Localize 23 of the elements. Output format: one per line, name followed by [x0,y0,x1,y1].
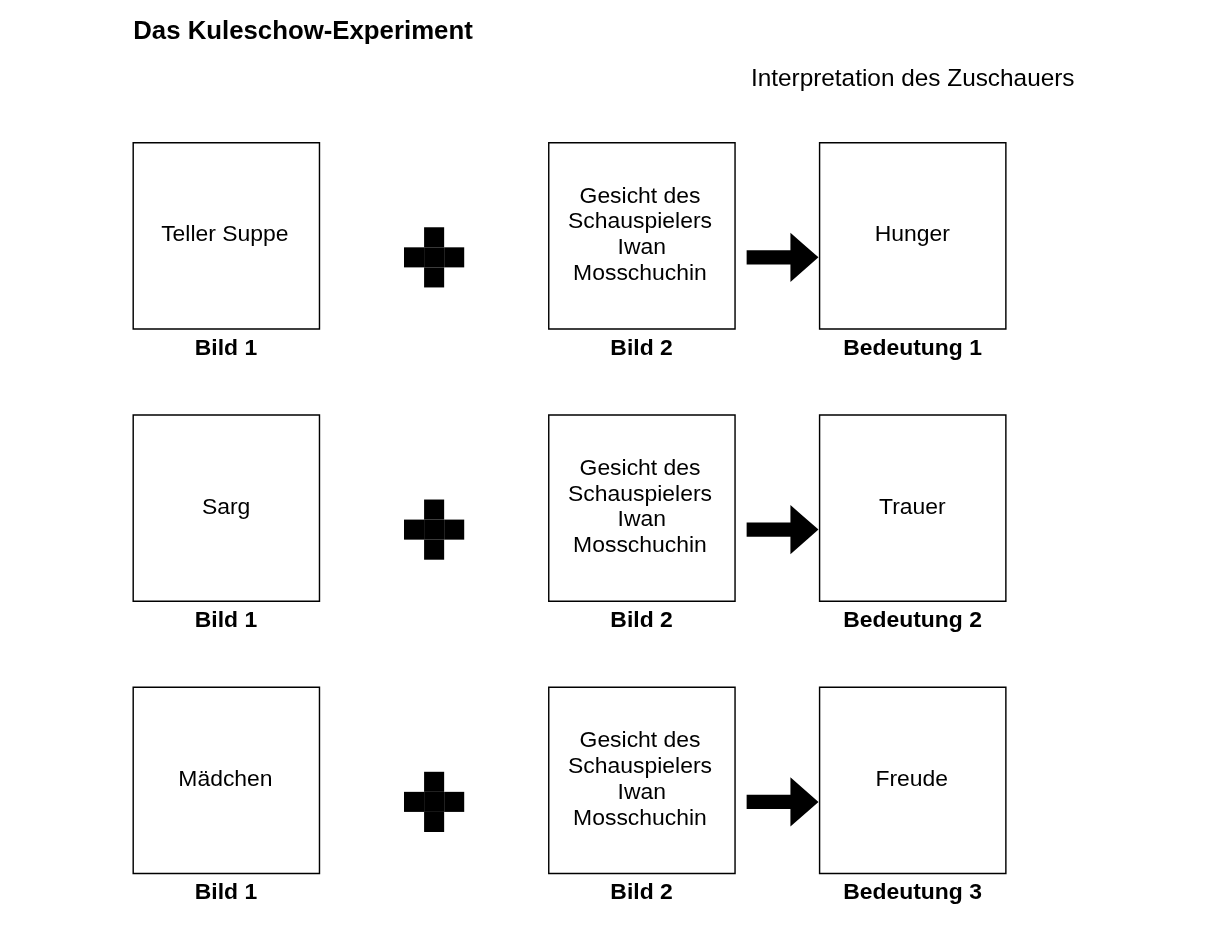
node-label: Bedeutung 2 [842,605,982,632]
node-label: Bedeutung 1 [842,333,982,360]
node-box: Freude [818,686,1007,875]
diagram-title: Das Kuleschow-Experiment [132,15,473,44]
arrow [746,505,818,555]
node-label: Bild 1 [194,878,257,905]
node-label: Bedeutung 3 [842,878,982,905]
node-box: Gesicht des Schauspielers Iwan Mosschuchin [547,414,736,602]
node-box: Trauer [818,414,1007,602]
node-box: Gesicht des Schauspielers Iwan Mosschuchin [547,686,736,875]
node-box: Hunger [818,142,1007,330]
node-box: Sarg [132,414,320,602]
node-label: Bild 2 [609,605,673,632]
label: Interpretation des Zuschauers [750,63,1075,91]
node-box: Gesicht des Schauspielers Iwan Mosschuchin [547,142,736,330]
node-label: Bild 2 [609,333,673,360]
node-label: Bild 1 [194,605,257,632]
arrow [746,232,818,282]
node-label: Bild 1 [194,333,257,360]
node-box: Mädchen [132,686,320,875]
node-box: Teller Suppe [132,142,320,330]
node-label: Bild 2 [609,878,673,905]
arrow [746,777,818,827]
